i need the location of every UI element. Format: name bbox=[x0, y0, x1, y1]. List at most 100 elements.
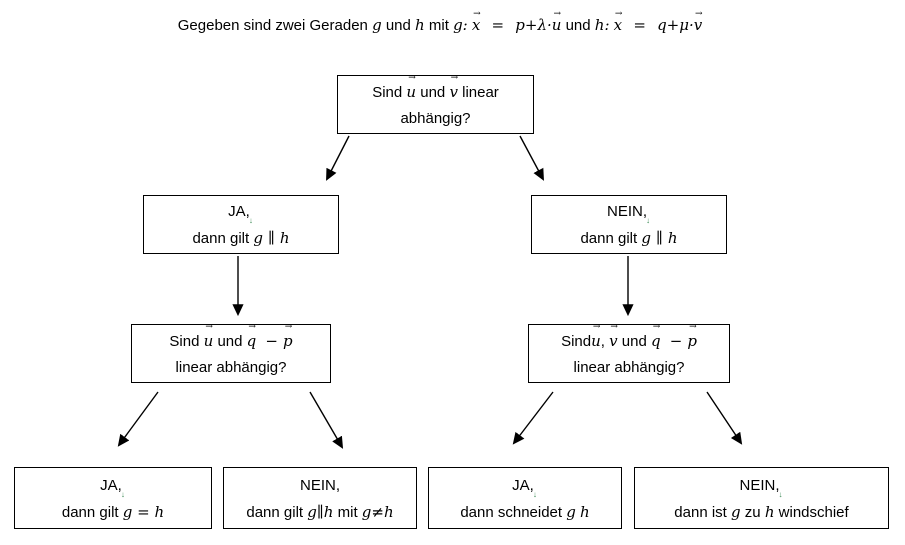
vector-u: u bbox=[204, 329, 214, 353]
node-text: windschief bbox=[778, 503, 849, 521]
node-text: und bbox=[621, 333, 647, 350]
vector-v: v bbox=[694, 16, 702, 34]
node-line: dann gilt g∥h mit g≠h bbox=[246, 498, 393, 525]
diagram-title: Gegeben sind zwei Geraden g und h mit g:… bbox=[0, 16, 880, 34]
anchor-mark-icon: ↓ bbox=[120, 489, 125, 499]
node-line: Sindu, v und q −p bbox=[561, 327, 697, 354]
node-label: NEIN, bbox=[739, 476, 780, 494]
node-label: JA, bbox=[512, 476, 534, 494]
node-question-identical: Sind u und q −p linear abhängig? bbox=[131, 324, 331, 383]
math-h: h bbox=[415, 16, 425, 34]
title-text: Gegeben sind zwei Geraden bbox=[177, 17, 368, 34]
anchor-mark-icon: ↓ bbox=[646, 216, 650, 225]
math-g: g bbox=[731, 502, 741, 521]
math-expr: g∥h bbox=[307, 502, 334, 521]
vector-q: q bbox=[247, 329, 257, 353]
minus-sign: − bbox=[265, 332, 278, 350]
anchor-mark-icon: ↓ bbox=[778, 489, 783, 499]
math-h: h bbox=[279, 229, 290, 247]
node-text: Sind bbox=[561, 333, 592, 350]
node-text: zu bbox=[744, 503, 761, 521]
math-expr: g = h bbox=[122, 502, 165, 521]
vector-q: q bbox=[651, 329, 661, 353]
node-line: Sind u und q −p bbox=[169, 327, 292, 354]
node-text: dann gilt bbox=[192, 230, 250, 247]
anchor-mark-icon: ↓ bbox=[248, 216, 253, 225]
node-text: , bbox=[600, 333, 605, 350]
node-label: JA, bbox=[228, 203, 250, 220]
math-expr: g≠h bbox=[361, 502, 394, 521]
node-label: NEIN, bbox=[606, 203, 647, 220]
math-h: h bbox=[667, 229, 678, 247]
node-result-intersect: JA,↓ dann schneidet g h bbox=[428, 467, 622, 529]
vector-x: x bbox=[472, 16, 480, 34]
math-g: g bbox=[253, 229, 263, 247]
parallel-sign: ∥ bbox=[267, 229, 275, 247]
node-text: dann ist bbox=[674, 503, 727, 521]
vector-x: x bbox=[614, 16, 622, 34]
math-q-term: q+μ· bbox=[657, 16, 694, 34]
vector-u: u bbox=[591, 329, 601, 353]
math-p-term: p+λ· bbox=[515, 16, 552, 34]
node-text: dann gilt bbox=[61, 503, 119, 521]
node-result-parallel-distinct: NEIN, dann gilt g∥h mit g≠h bbox=[223, 467, 417, 529]
node-ja-parallel: JA,↓ dann gilt g∥h bbox=[143, 195, 339, 254]
vector-u: u bbox=[406, 80, 416, 104]
node-line: Sind u und v linear bbox=[372, 78, 499, 105]
math-h-colon: h: bbox=[594, 16, 610, 34]
equals-sign: = bbox=[633, 16, 646, 34]
vector-u: u bbox=[552, 16, 562, 34]
node-line: JA,↓ bbox=[228, 198, 254, 225]
arrow-root-to-nein bbox=[519, 135, 544, 181]
arrow-root-to-ja bbox=[326, 135, 350, 181]
arrow-check-to-skew bbox=[706, 391, 743, 445]
node-line: dann gilt g∥h bbox=[580, 224, 677, 251]
node-line: dann gilt g∥h bbox=[192, 224, 289, 251]
vector-v: v bbox=[609, 329, 617, 353]
math-g-colon: g: bbox=[453, 16, 468, 34]
arrow-check-to-distinct bbox=[309, 391, 344, 449]
equals-sign: = bbox=[491, 16, 505, 34]
node-line: JA,↓ bbox=[100, 472, 126, 499]
node-result-identical: JA,↓ dann gilt g = h bbox=[14, 467, 212, 529]
node-line: linear abhängig? bbox=[573, 359, 685, 376]
vector-p: p bbox=[687, 329, 697, 353]
node-line: linear abhängig? bbox=[175, 359, 287, 376]
node-text: mit bbox=[337, 503, 358, 521]
vector-v: v bbox=[449, 80, 457, 104]
title-text: und bbox=[565, 17, 591, 34]
title-text: mit bbox=[428, 17, 449, 34]
node-line: dann ist g zu h windschief bbox=[674, 498, 848, 525]
node-text: Sind bbox=[372, 84, 403, 101]
math-g: g bbox=[641, 229, 651, 247]
node-line: abhängig? bbox=[400, 110, 471, 127]
arrow-check-to-identical bbox=[117, 391, 159, 447]
node-text: linear bbox=[462, 84, 499, 101]
parallel-sign: ∥ bbox=[655, 229, 663, 247]
node-question-intersect: Sindu, v und q −p linear abhängig? bbox=[528, 324, 730, 383]
node-text: dann gilt bbox=[580, 230, 638, 247]
minus-sign: − bbox=[669, 332, 683, 350]
node-text: dann schneidet bbox=[460, 503, 563, 521]
node-text: und bbox=[217, 333, 243, 350]
node-result-skew: NEIN,↓ dann ist g zu h windschief bbox=[634, 467, 889, 529]
node-line: dann schneidet g h bbox=[460, 498, 589, 525]
vector-p: p bbox=[283, 329, 293, 353]
title-text: und bbox=[385, 17, 411, 34]
math-g: g bbox=[372, 16, 382, 34]
node-line: dann gilt g = h bbox=[62, 498, 164, 525]
node-line: NEIN,↓ bbox=[606, 198, 651, 225]
anchor-mark-icon: ↓ bbox=[532, 489, 537, 499]
node-line: JA,↓ bbox=[512, 472, 538, 499]
node-root-question: Sind u und v linear abhängig? bbox=[337, 75, 534, 134]
math-h: h bbox=[580, 502, 590, 521]
math-h: h bbox=[764, 502, 775, 521]
node-label: JA, bbox=[100, 476, 122, 494]
node-nein-parallel: NEIN,↓ dann gilt g∥h bbox=[531, 195, 727, 254]
node-text: dann gilt bbox=[246, 503, 304, 521]
arrow-check-to-intersect bbox=[512, 391, 554, 445]
math-g: g bbox=[566, 502, 576, 521]
node-text: und bbox=[420, 84, 446, 101]
